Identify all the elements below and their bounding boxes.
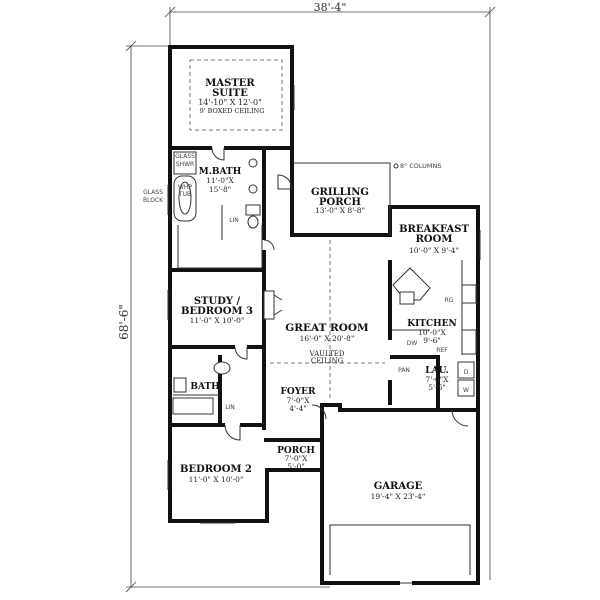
garage-walls [320,410,480,585]
room-bath: BATH [190,382,220,392]
porch-size-2: 5'-0" [287,462,305,471]
interior-walls [170,146,440,442]
whp-tub-label: WHP [178,184,192,191]
grilling-name-2: PORCH [319,197,361,208]
porch-size-1: 7'-0"X [285,454,309,463]
bath-linen-label: LIN [225,404,235,411]
garage-door-track [329,524,471,575]
room-mbath: M.BATH 11'-0"X 15'-8" [199,167,242,194]
washer-label: W [463,387,469,394]
pantry-label: PAN [398,367,410,374]
range-label: RG [445,297,454,304]
lau-size-1: 7'-6"X [426,375,450,384]
foyer-size-1: 7'-0"X [287,396,311,405]
study-name: STUDY / [194,296,241,307]
master-name-2: SUITE [212,88,248,99]
mbath-linen-label: LIN [229,217,239,224]
kitchen-size-1: 10'-0"X [418,328,446,337]
breakfast-name-2: ROOM [416,234,453,245]
room-laundry: LAU. 7'-6"X 5'-6" [425,366,449,392]
grilling-porch-outline [292,162,391,235]
lau-size-2: 5'-6" [428,383,446,392]
study-size: 11'-0" X 10'-0" [190,316,245,325]
foyer-name: FOYER [281,387,317,397]
breakfast-name: BREAKFAST [399,224,469,235]
column-marker [393,163,399,169]
whp-tub-label-2: TUB [178,191,191,198]
great-name: GREAT ROOM [285,322,369,334]
master-note: 9' BOXED CEILING [200,107,265,115]
garage-name: GARAGE [374,481,423,492]
room-breakfast: BREAKFAST ROOM 10'-0" X 9'-4" [399,224,469,255]
refrigerator-label: REF [436,347,448,354]
glass-block-label-2: BLOCK [143,197,164,204]
bedroom2-size: 11'-0" X 10'-0" [189,475,244,484]
glass-block-label: GLASS [143,189,163,196]
boxed-ceiling-outline [189,59,283,131]
dimension-width [164,6,496,580]
great-size: 16'-0" X 20'-8" [300,334,355,343]
dishwasher-label: DW [407,340,418,347]
dimension-depth [125,40,330,593]
study-name-2: BEDROOM 3 [181,306,253,317]
mbath-size-1: 11'-0"X [206,176,234,185]
great-note-2: CEILING [311,357,344,365]
porch-name: PORCH [277,446,315,456]
foyer-size-2: 4'-4" [289,404,307,413]
breakfast-size: 10'-0" X 9'-4" [409,246,459,255]
room-foyer: FOYER 7'-0"X 4'-4" [281,387,317,413]
kitchen-counters [392,260,477,397]
mbath-size-2: 15'-8" [209,185,231,194]
room-grilling-porch: GRILLING PORCH 13'-0" X 8'-8" [311,187,369,215]
fireplace [263,290,275,320]
room-porch: PORCH 7'-0"X 5'-0" [277,446,315,471]
master-name: MASTER [205,78,255,89]
room-bedroom2: BEDROOM 2 11'-0" X 10'-0" [180,464,252,484]
overall-depth-label: 68'-6" [117,304,131,340]
grilling-name: GRILLING [311,187,369,198]
bath-fixtures [172,361,231,415]
windows [167,85,481,524]
fixture-labels: GLASS SHWR WHP TUB GLASS BLOCK LIN LIN 8… [143,153,469,411]
room-kitchen: KITCHEN 10'-0"X 9'-6" [407,319,456,345]
room-study: STUDY / BEDROOM 3 11'-0" X 10'-0" [181,296,253,325]
kitchen-size-2: 9'-6" [423,336,441,345]
dryer-label: D [464,369,469,376]
room-great: GREAT ROOM 16'-0" X 20'-8" VAULTED CEILI… [285,322,369,365]
grilling-size: 13'-0" X 8'-8" [315,206,365,215]
mbath-name: M.BATH [199,167,242,177]
kitchen-name: KITCHEN [407,319,456,329]
bath-name: BATH [190,382,220,392]
bedroom2-name: BEDROOM 2 [180,464,252,475]
glass-shower-label: GLASS [175,153,195,160]
overall-width-label: 38'-4" [314,1,347,14]
mbath-fixtures [173,151,263,269]
master-size: 14'-10" X 12'-0" [198,98,262,107]
exterior-walls [168,45,480,523]
doors [211,147,469,441]
columns-label: 8" COLUMNS [400,162,442,170]
lau-name: LAU. [425,366,448,376]
room-master: MASTER SUITE 14'-10" X 12'-0" 9' BOXED C… [198,78,264,115]
glass-shower-label-2: SHWR [176,161,194,168]
garage-size: 19'-4" X 23'-4" [371,492,426,501]
great-note-1: VAULTED [308,350,344,358]
room-garage: GARAGE 19'-4" X 23'-4" [371,481,426,501]
